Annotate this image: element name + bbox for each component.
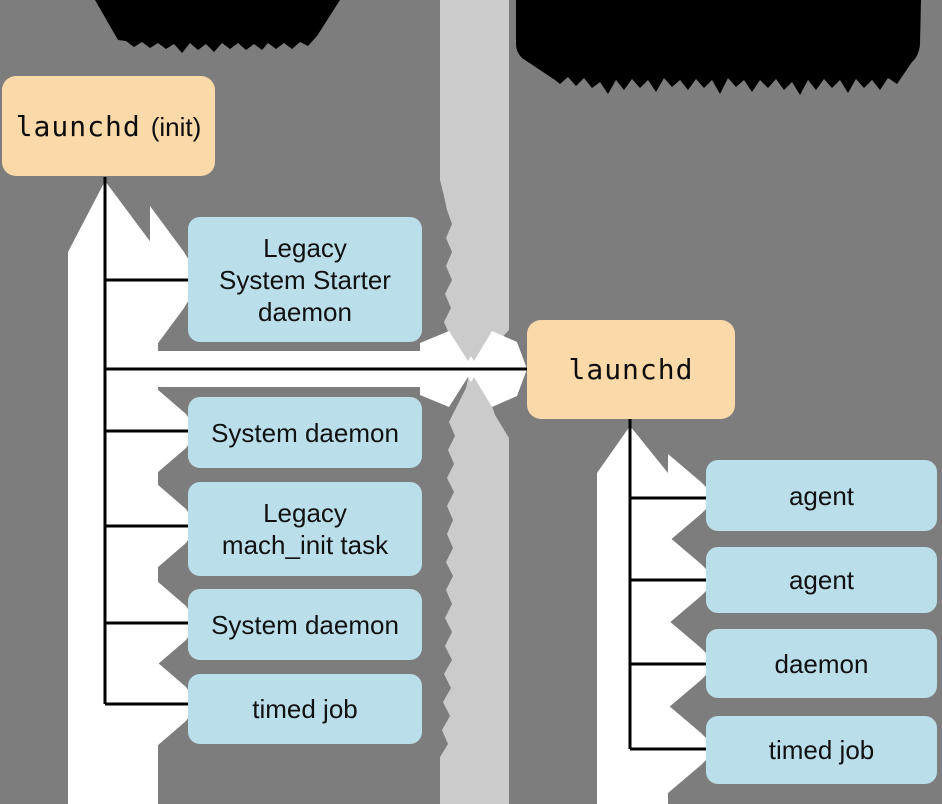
node-label-line: agent xyxy=(788,480,855,511)
node-system-daemon-1: System daemon xyxy=(188,397,422,468)
node-label-line: daemon xyxy=(774,648,869,679)
node-launchd-session: launchd xyxy=(527,320,735,419)
left-header-redacted-label xyxy=(95,0,340,53)
node-label-line: Legacy xyxy=(263,232,347,263)
node-label-line: timed job xyxy=(768,735,875,765)
node-launchd-init-label: launchd (init) xyxy=(16,110,202,143)
launchd-session-mono-text: launchd xyxy=(568,353,694,386)
context-divider-band xyxy=(440,0,509,804)
node-label-line: daemon xyxy=(258,296,352,327)
launchd-init-mono-text: launchd xyxy=(15,109,141,143)
node-label-line: Legacy xyxy=(263,498,347,528)
node-agent-2: agent xyxy=(706,547,937,613)
node-label-line: System daemon xyxy=(211,417,399,448)
node-label-line: System Starter xyxy=(219,264,391,295)
node-system-daemon-2: System daemon xyxy=(188,589,422,660)
right-trunk-halo xyxy=(597,426,668,804)
node-agent-1: agent xyxy=(706,460,937,531)
node-label-line: System daemon xyxy=(211,609,399,640)
tree-connectors xyxy=(103,177,707,751)
node-label-line: agent xyxy=(788,565,855,595)
node-timed-job-left: timed job xyxy=(188,674,422,744)
node-launchd-init: launchd (init) xyxy=(2,76,215,176)
node-timed-job-right: timed job xyxy=(706,716,937,784)
launchd-init-suffix-text: (init) xyxy=(150,111,202,142)
node-legacy-mach-init-task: Legacy mach_init task xyxy=(188,482,422,576)
node-label-line: timed job xyxy=(252,694,358,724)
node-daemon: daemon xyxy=(706,629,937,698)
node-label-line: mach_init task xyxy=(221,530,389,560)
left-trunk-halo xyxy=(68,181,158,804)
node-legacy-system-starter-daemon: Legacy System Starter daemon xyxy=(188,217,422,342)
right-header-redacted-label xyxy=(516,0,921,95)
